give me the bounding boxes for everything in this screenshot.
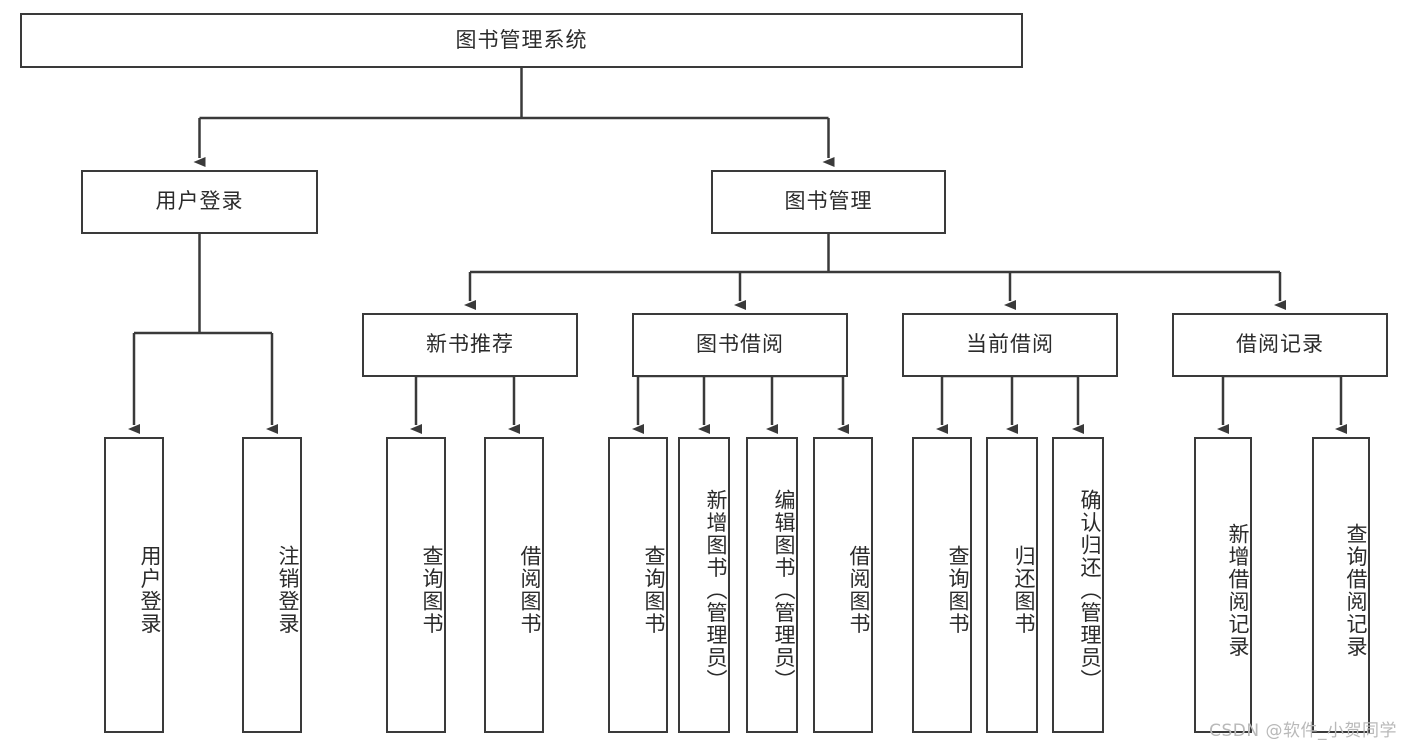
node-leaf-query-book-rec[interactable]: 查询图书 [386, 437, 446, 733]
node-label: 借阅记录 [1236, 332, 1324, 357]
node-leaf-edit-book[interactable]: 编辑图书（管理员） [746, 437, 798, 733]
node-current-borrow[interactable]: 当前借阅 [902, 313, 1118, 377]
node-borrow-record[interactable]: 借阅记录 [1172, 313, 1388, 377]
node-label: 图书管理系统 [455, 27, 588, 52]
node-label: 查询借阅记录 [1344, 522, 1368, 658]
node-root[interactable]: 图书管理系统 [20, 13, 1023, 68]
node-label: 新书推荐 [426, 332, 514, 357]
node-label: 图书借阅 [696, 332, 784, 357]
node-label: 编辑图书（管理员） [772, 488, 796, 692]
node-label: 确认归还（管理员） [1078, 488, 1102, 692]
node-user-login[interactable]: 用户登录 [81, 170, 318, 234]
node-label: 查询图书 [642, 545, 666, 635]
node-label: 查询图书 [420, 545, 444, 635]
node-leaf-return-book[interactable]: 归还图书 [986, 437, 1038, 733]
node-leaf-confirm-return[interactable]: 确认归还（管理员） [1052, 437, 1104, 733]
node-label: 借阅图书 [847, 545, 871, 635]
node-leaf-borrow-book[interactable]: 借阅图书 [813, 437, 873, 733]
node-label: 新增借阅记录 [1226, 522, 1250, 658]
node-leaf-add-book[interactable]: 新增图书（管理员） [678, 437, 730, 733]
node-label: 注销登录 [276, 545, 300, 635]
node-book-borrow[interactable]: 图书借阅 [632, 313, 848, 377]
node-leaf-query-record[interactable]: 查询借阅记录 [1312, 437, 1370, 733]
node-label: 查询图书 [946, 545, 970, 635]
node-label: 图书管理 [784, 189, 873, 214]
node-label: 当前借阅 [966, 332, 1054, 357]
node-label: 用户登录 [138, 545, 162, 635]
node-label: 用户登录 [155, 189, 244, 214]
node-leaf-borrow-book-rec[interactable]: 借阅图书 [484, 437, 544, 733]
watermark: CSDN @软件_小贺同学 [1209, 721, 1397, 741]
node-leaf-query-book-cur[interactable]: 查询图书 [912, 437, 972, 733]
node-label: 新增图书（管理员） [704, 488, 728, 692]
node-leaf-query-book-borrow[interactable]: 查询图书 [608, 437, 668, 733]
node-leaf-user-login[interactable]: 用户登录 [104, 437, 164, 733]
node-new-book-rec[interactable]: 新书推荐 [362, 313, 578, 377]
node-leaf-add-record[interactable]: 新增借阅记录 [1194, 437, 1252, 733]
node-label: 借阅图书 [518, 545, 542, 635]
node-label: 归还图书 [1012, 545, 1036, 635]
node-book-manage[interactable]: 图书管理 [711, 170, 946, 234]
node-leaf-user-logout[interactable]: 注销登录 [242, 437, 302, 733]
